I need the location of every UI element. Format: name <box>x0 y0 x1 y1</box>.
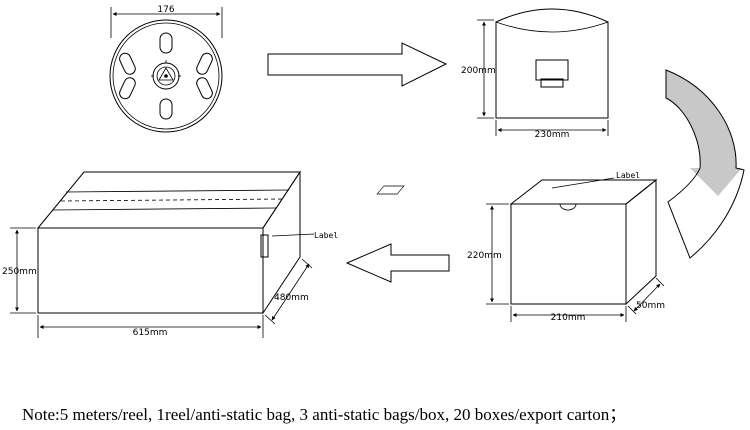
box-width-dimension: 210mm <box>551 313 586 323</box>
box-depth-dimension: 50mm <box>636 301 665 311</box>
carton-depth-dimension: 480mm <box>274 293 309 303</box>
arrow-left-icon <box>345 243 450 283</box>
carton-height-dimension: 250mm <box>2 267 37 277</box>
box-label: Label <box>616 171 640 180</box>
packing-note: Note:5 meters/reel, 1reel/anti-static ba… <box>22 405 627 424</box>
box-drawing: Label 220mm 210mm 50mm <box>376 171 665 323</box>
curved-arrow-outline <box>665 69 745 259</box>
reel-width-dimension: 176 <box>157 5 174 15</box>
arrow-right-icon <box>267 42 448 87</box>
carton-drawing: Label 250mm 615mm 480mm <box>2 170 338 338</box>
curved-arrow-icon <box>666 70 742 196</box>
bag-drawing: 200mm 230mm <box>461 8 609 140</box>
carton-width-dimension: 615mm <box>133 328 168 338</box>
carton-label: Label <box>314 231 338 240</box>
reel-drawing: 176 <box>109 5 223 133</box>
bag-height-dimension: 200mm <box>461 66 496 76</box>
bag-width-dimension: 230mm <box>535 130 570 140</box>
box-height-dimension: 220mm <box>467 251 502 261</box>
